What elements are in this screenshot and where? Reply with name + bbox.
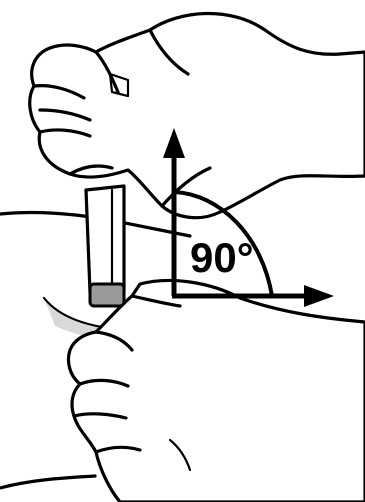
pen-barrel xyxy=(86,186,124,292)
angle-label: 90° xyxy=(190,234,254,281)
pinching-hand xyxy=(68,280,365,502)
injection-pen xyxy=(86,186,124,306)
holding-hand xyxy=(30,13,365,217)
pinching-hand-palm xyxy=(68,280,365,502)
horizontal-arrowhead xyxy=(304,285,334,307)
pen-tip xyxy=(90,284,124,306)
skin-bottom-line xyxy=(0,476,95,488)
